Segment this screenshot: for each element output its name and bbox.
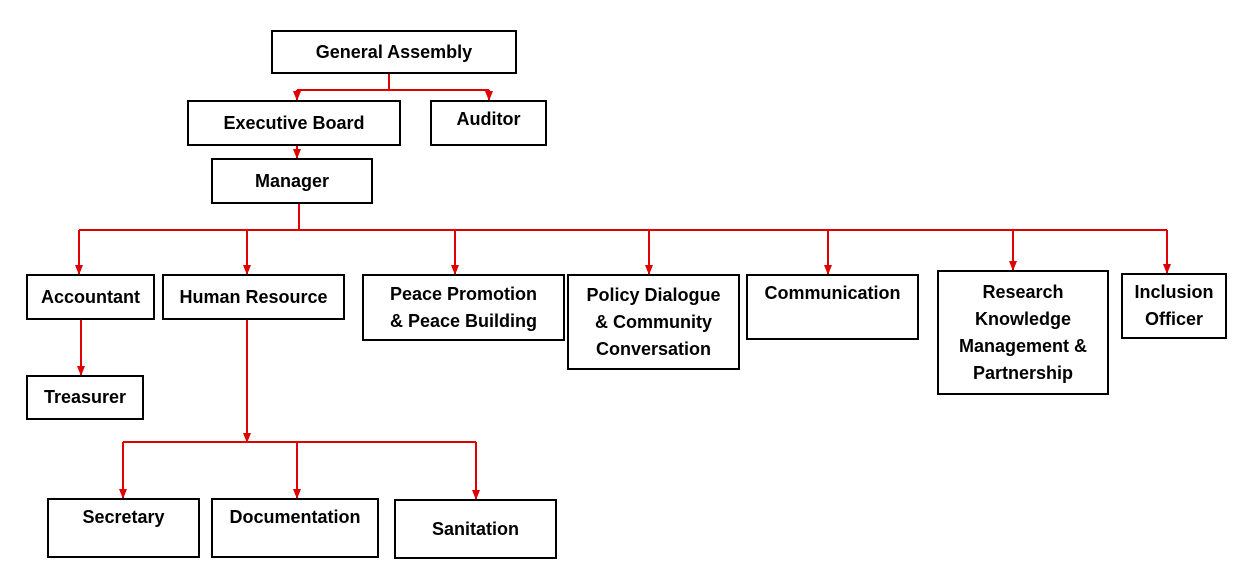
node-policy-dialogue-line-2: & Community [594,311,712,332]
node-human-resource: Human Resource [162,274,345,320]
node-general-assembly-label: General Assembly [315,41,473,62]
node-peace-promotion-line-1: Peace Promotion [389,283,538,304]
node-human-resource-label: Human Resource [179,286,328,307]
node-executive-board: Executive Board [187,100,401,146]
node-accountant-label: Accountant [41,286,140,307]
node-sanitation-label: Sanitation [431,518,519,539]
node-communication-label: Communication [764,283,901,303]
node-policy-dialogue-line-3: Conversation [595,338,711,359]
node-research-line-2: Knowledge [974,308,1071,329]
node-policy-dialogue: Policy Dialogue & Community Conversation [567,274,740,370]
node-secretary: Secretary [47,498,200,558]
node-policy-dialogue-line-1: Policy Dialogue [586,284,721,305]
node-research-line-3: Management & [958,335,1088,356]
node-inclusion-officer-line-1: Inclusion [1134,282,1214,302]
node-inclusion-officer-line-2: Officer [1144,309,1203,329]
node-documentation-label: Documentation [229,507,361,527]
node-research: Research Knowledge Management & Partners… [937,270,1109,395]
node-general-assembly: General Assembly [271,30,517,74]
node-auditor: Auditor [430,100,547,146]
node-inclusion-officer: Inclusion Officer [1121,273,1227,339]
node-auditor-label: Auditor [456,109,521,129]
node-executive-board-label: Executive Board [223,112,365,133]
node-peace-promotion-line-2: & Peace Building [389,310,538,331]
node-sanitation: Sanitation [394,499,557,559]
node-communication: Communication [746,274,919,340]
node-treasurer: Treasurer [26,375,144,420]
node-secretary-label: Secretary [82,507,165,527]
node-research-line-1: Research [982,281,1064,302]
node-peace-promotion: Peace Promotion & Peace Building [362,274,565,341]
node-accountant: Accountant [26,274,155,320]
node-treasurer-label: Treasurer [43,387,127,407]
node-manager-label: Manager [254,170,330,191]
node-manager: Manager [211,158,373,204]
node-documentation: Documentation [211,498,379,558]
connectors [75,74,1171,500]
node-research-line-4: Partnership [972,362,1074,383]
